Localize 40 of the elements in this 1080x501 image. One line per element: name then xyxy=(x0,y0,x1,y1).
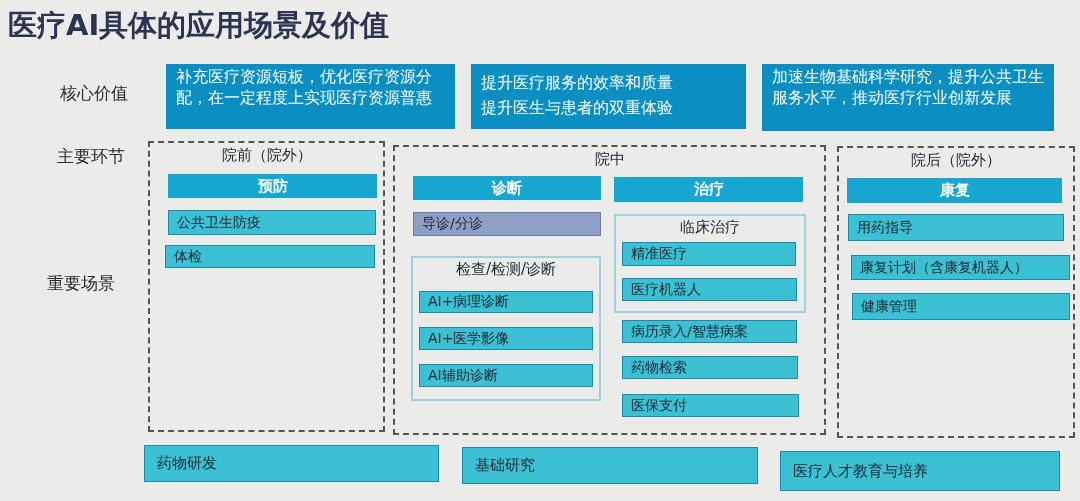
scenario-box: 精准医疗 xyxy=(622,242,796,266)
scenario-group-box xyxy=(614,214,806,313)
scenario-box: 医保支付 xyxy=(622,394,799,417)
scenario-box: 医疗机器人 xyxy=(622,278,797,301)
scenario-box: AI+病理诊断 xyxy=(419,291,593,313)
value-text: 提升医疗服务的效率和质量 xyxy=(481,72,674,93)
value-text: 提升医生与患者的双重体验 xyxy=(481,97,674,118)
group-heading: 院中 xyxy=(593,150,626,169)
scenario-box: 病历录入/智慧病案 xyxy=(622,320,797,343)
row-label: 主要环节 xyxy=(57,145,125,168)
scenario-box: 药物检索 xyxy=(622,356,798,379)
category-bar: 康复 xyxy=(847,178,1062,203)
scenario-box: AI+医学影像 xyxy=(419,327,593,350)
category-bar: 预防 xyxy=(168,174,377,198)
row-label: 重要场景 xyxy=(47,272,115,295)
scenario-box: 药物研发 xyxy=(144,445,439,482)
scenario-group-box xyxy=(411,256,601,401)
value-box xyxy=(471,64,746,129)
scenario-box: 医疗人才教育与培养 xyxy=(780,451,1060,491)
scenario-box: 健康管理 xyxy=(852,293,1070,320)
scenario-box: 导诊/分诊 xyxy=(413,212,601,236)
group-heading: 院前（院外） xyxy=(220,146,313,165)
category-bar: 治疗 xyxy=(614,177,803,202)
group-heading: 临床治疗 xyxy=(679,218,741,237)
dashed-group-box xyxy=(148,141,385,432)
scenario-box: 用药指导 xyxy=(848,214,1064,241)
row-label: 核心价值 xyxy=(60,82,128,105)
scenario-box: 体检 xyxy=(165,245,375,268)
scenario-box: AI辅助诊断 xyxy=(419,364,593,387)
dashed-group-box xyxy=(393,145,826,435)
scenario-box: 公共卫生防疫 xyxy=(168,210,376,235)
scenario-box: 基础研究 xyxy=(462,447,758,484)
dashed-group-box xyxy=(837,146,1075,438)
group-heading: 检查/检测/诊断 xyxy=(454,260,558,279)
value-box: 加速生物基础科学研究，提升公共卫生服务水平，推动医疗行业创新发展 xyxy=(762,64,1054,131)
scenario-box: 康复计划（含康复机器人） xyxy=(851,255,1070,280)
group-heading: 院后（院外） xyxy=(910,151,1002,170)
value-box: 补充医疗资源短板，优化医疗资源分配，在一定程度上实现医疗资源普惠 xyxy=(166,64,455,129)
slide-title: 医疗AI具体的应用场景及价值 xyxy=(8,7,390,44)
category-bar: 诊断 xyxy=(413,176,601,200)
